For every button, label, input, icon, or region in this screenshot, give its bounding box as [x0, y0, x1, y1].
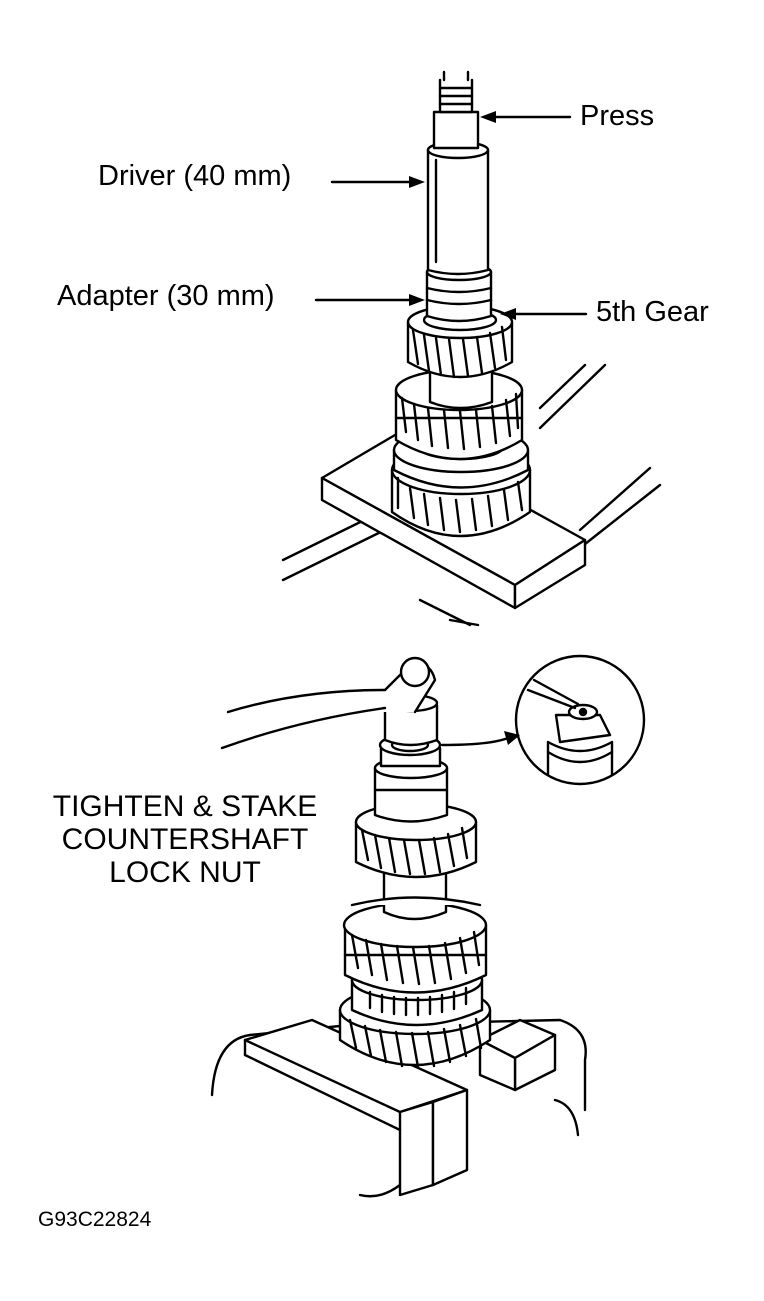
countershaft-lower: [350, 864, 482, 921]
tighten-line-2: COUNTERSHAFT: [61, 823, 309, 856]
socket-wrench: [220, 656, 439, 750]
press-ram: [432, 70, 480, 150]
collar: [373, 756, 449, 823]
driver: [426, 140, 490, 276]
detail-inset: [514, 654, 646, 786]
fifth-gear-label: 5th Gear: [596, 296, 709, 328]
press-label: Press: [580, 100, 655, 132]
top-figure-pressing-fifth-gear: [281, 70, 662, 627]
tighten-line-3: LOCK NUT: [109, 856, 261, 889]
tighten-line-1: TIGHTEN & STAKE: [52, 790, 318, 823]
driver-label: Driver (40 mm): [98, 160, 292, 192]
tighten-stake-label: TIGHTEN & STAKE COUNTERSHAFT LOCK NUT: [30, 790, 340, 889]
lower-middle-gear: [342, 901, 488, 994]
adapter-label: Adapter (30 mm): [57, 280, 275, 312]
inset-arrow: [440, 731, 520, 747]
callout-arrows: [314, 111, 588, 320]
figure-code: G93C22824: [38, 1208, 152, 1231]
